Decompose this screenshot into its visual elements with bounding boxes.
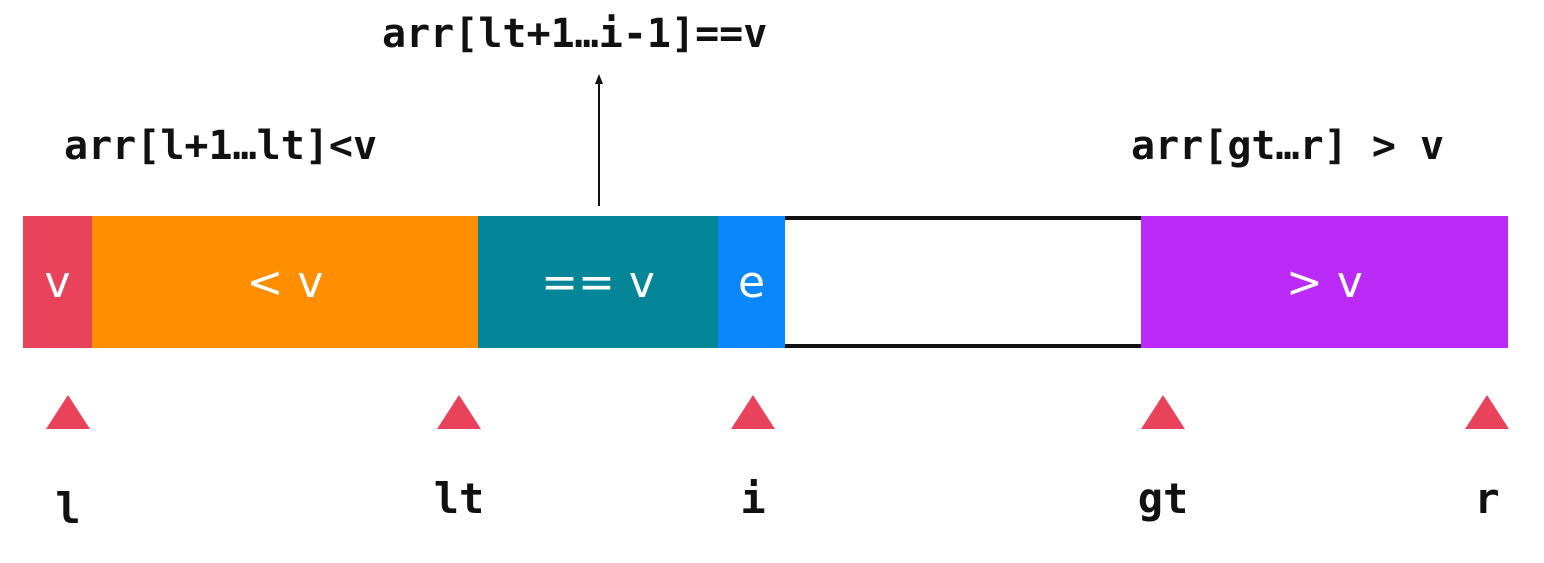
segment-greater-than: > v — [1141, 216, 1508, 348]
pointer-l-triangle-icon — [46, 395, 90, 429]
pointer-label-i: i — [740, 474, 766, 523]
pointer-lt-triangle-icon — [437, 395, 481, 429]
pointer-r-triangle-icon — [1465, 395, 1509, 429]
less-range-label: arr[l+1…lt]<v — [64, 123, 378, 169]
pointer-label-l: l — [55, 484, 81, 533]
up-arrow-icon — [595, 74, 603, 206]
segment-unprocessed — [785, 216, 1141, 348]
segment-pivot: v — [23, 216, 92, 348]
pointer-label-r: r — [1474, 474, 1500, 523]
equal-range-label: arr[lt+1…i-1]==v — [382, 11, 768, 57]
segment-less-than: < v — [92, 216, 478, 348]
array-bar: v < v == v e > v — [23, 216, 1508, 348]
pointer-label-gt: gt — [1137, 474, 1189, 523]
greater-range-label: arr[gt…r] > v — [1131, 123, 1445, 169]
segment-current-element: e — [718, 216, 785, 348]
pointer-gt-triangle-icon — [1141, 395, 1185, 429]
pointer-i-triangle-icon — [731, 395, 775, 429]
segment-equal: == v — [478, 216, 718, 348]
pointer-label-lt: lt — [433, 474, 485, 523]
